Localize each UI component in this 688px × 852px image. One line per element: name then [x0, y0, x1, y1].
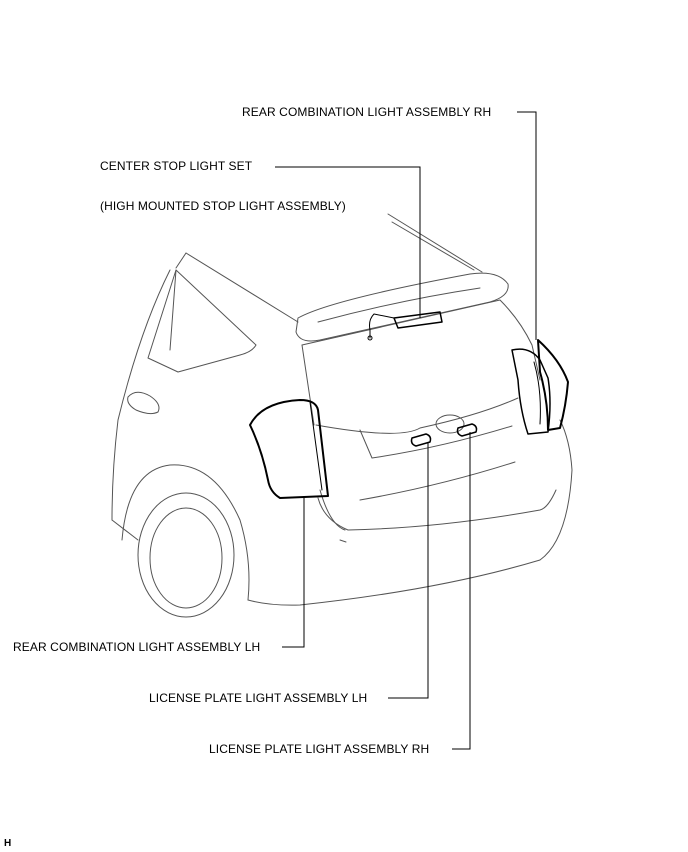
- label-license-plate-lh: LICENSE PLATE LIGHT ASSEMBLY LH: [149, 691, 368, 705]
- rear-combination-lh-part: [249, 399, 329, 499]
- spoiler: [295, 272, 509, 342]
- reference-code: H: [4, 838, 12, 849]
- rear-combination-rh-part: [537, 339, 569, 431]
- rear-tyre: [137, 492, 235, 618]
- bumper: [317, 489, 557, 531]
- license-plate-rh-part: [456, 423, 478, 437]
- c-pillar: [185, 252, 299, 323]
- leader-license-plate-rh: [452, 432, 471, 750]
- wheel-arch: [121, 464, 250, 601]
- license-plate-lh-part: [410, 433, 432, 447]
- emblem: [435, 414, 465, 434]
- quarter-window: [147, 269, 257, 373]
- fuel-door: [127, 391, 160, 415]
- roof-line: [387, 213, 483, 273]
- rear-glass: [301, 299, 541, 381]
- leader-license-plate-lh: [388, 442, 429, 699]
- label-center-stop-light-set: CENTER STOP LIGHT SET: [100, 159, 253, 173]
- side-body: [111, 269, 171, 521]
- label-rear-combination-lh: REAR COMBINATION LIGHT ASSEMBLY LH: [13, 640, 261, 654]
- leader-rear-combination-lh: [282, 496, 305, 648]
- leader-center-stop-light: [275, 166, 421, 318]
- label-license-plate-rh: LICENSE PLATE LIGHT ASSEMBLY RH: [209, 742, 430, 756]
- center-stop-light-part: [393, 311, 443, 329]
- leader-rear-combination-rh: [517, 111, 537, 340]
- label-high-mounted-stop-light: (HIGH MOUNTED STOP LIGHT ASSEMBLY): [100, 199, 346, 213]
- tailgate: [315, 397, 519, 434]
- label-rear-combination-rh: REAR COMBINATION LIGHT ASSEMBLY RH: [242, 105, 492, 119]
